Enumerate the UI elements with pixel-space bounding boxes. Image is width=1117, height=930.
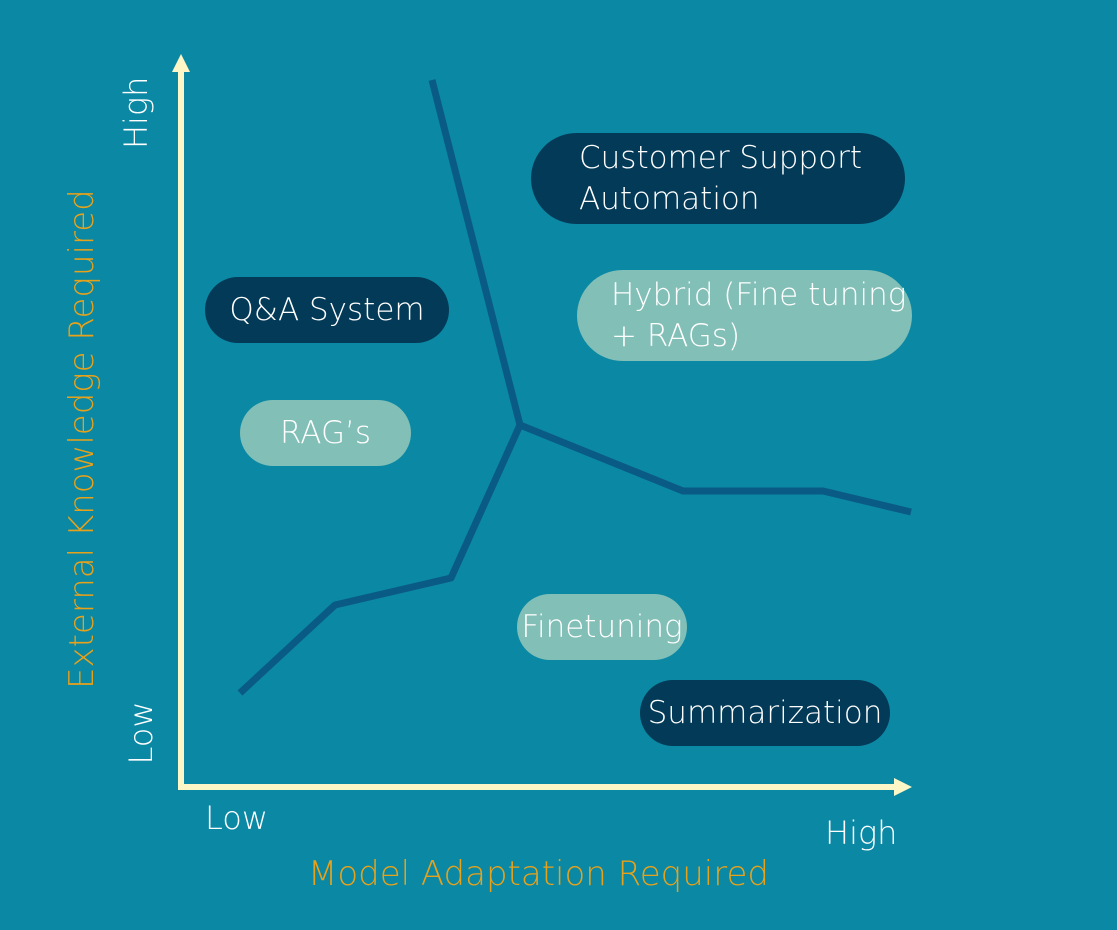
boundary-line-upper: [428, 79, 912, 516]
y-axis-high-label: High: [117, 76, 155, 149]
region-customer-support-automation: Customer Support Automation: [531, 133, 905, 224]
region-summarization: Summarization: [640, 680, 890, 746]
region-hybrid: Hybrid (Fine tuning + RAGs): [577, 270, 912, 361]
x-axis-arrowhead: [894, 778, 912, 796]
y-axis-title: External Knowledge Required: [62, 189, 102, 689]
y-axis-low-label: Low: [122, 701, 160, 765]
x-axis-low-label: Low: [205, 799, 269, 837]
y-axis-arrowhead: [172, 54, 190, 72]
x-axis-title: Model Adaptation Required: [308, 854, 769, 894]
region-rags: RAG’s: [240, 400, 411, 466]
region-qa-system: Q&A System: [205, 277, 449, 343]
x-axis-high-label: High: [825, 814, 898, 852]
region-finetuning: Finetuning: [517, 594, 687, 660]
boundary-line-lower: [237, 423, 524, 696]
